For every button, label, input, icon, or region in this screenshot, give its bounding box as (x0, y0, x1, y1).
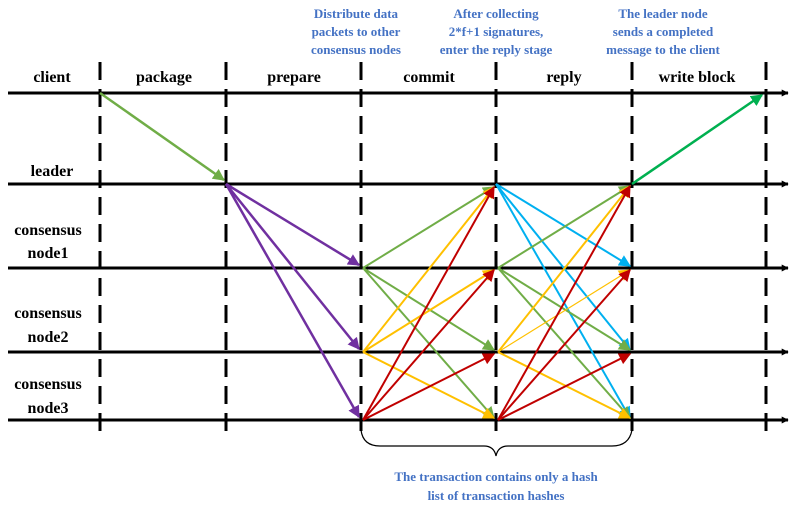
annotation-write-3: message to the client (606, 42, 720, 57)
arrow-prepare-node3 (224, 183, 361, 419)
annotation-reply-3: enter the reply stage (440, 42, 553, 57)
node-label-node2-line2: node2 (28, 329, 69, 346)
phase-label-prepare: prepare (267, 69, 321, 86)
arrow-commit-n1-leader (362, 186, 496, 269)
arrow-reply-leader-node3 (495, 183, 631, 420)
arrow-reply-leader-node2 (495, 183, 631, 351)
node-label-node3-line2: node3 (28, 400, 69, 417)
arrow-commit-n3-leader (362, 185, 495, 421)
arrow-reply-n1-node3 (497, 267, 631, 419)
arrow-reply-n1-node2 (497, 267, 632, 351)
node-label-node2-line1: consensus (14, 305, 82, 322)
arrow-client-to-leader (99, 91, 225, 182)
arrow-reply-n2-node1 (497, 269, 632, 353)
arrow-reply-n3-node2 (497, 353, 632, 421)
arrow-prepare-node2 (225, 183, 360, 350)
message-arrows (99, 91, 763, 421)
annotation-reply-2: 2*f+1 signatures, (449, 24, 544, 39)
phase-label-commit: commit (403, 69, 455, 86)
annotation-commit-3: consensus nodes (311, 42, 401, 57)
arrow-reply-leader-node1 (495, 183, 632, 267)
annotation-commit-1: Distribute data (314, 6, 399, 21)
node-labels: leader consensus node1 consensus node2 c… (14, 163, 82, 417)
phase-labels: client package prepare commit reply writ… (33, 69, 735, 86)
annotations-top: Distribute data packets to other consens… (311, 6, 721, 57)
phase-separators (98, 62, 768, 434)
arrow-prepare-node1 (225, 182, 361, 267)
node-label-node1-line2: node1 (28, 245, 69, 262)
annotation-write-1: The leader node (618, 6, 708, 21)
node-label-node1-line1: consensus (14, 222, 82, 239)
node-label-leader: leader (31, 163, 74, 180)
arrow-reply-n2-node3 (497, 351, 632, 419)
bottom-brace (360, 429, 633, 457)
arrow-commit-n2-node1 (362, 269, 496, 353)
arrow-commit-n2-node3 (362, 351, 496, 419)
annotation-bottom: The transaction contains only a hash lis… (394, 469, 598, 503)
arrow-leader-to-client (631, 93, 763, 186)
phase-label-client: client (33, 69, 71, 86)
arrow-commit-n1-node2 (362, 267, 496, 351)
annotation-reply-1: After collecting (453, 6, 539, 21)
phase-label-reply: reply (546, 69, 581, 86)
arrow-commit-n3-node2 (362, 353, 496, 421)
arrow-reply-n3-node1 (497, 269, 631, 421)
arrow-reply-n3-leader (497, 184, 631, 421)
arrow-commit-n3-node1 (362, 269, 495, 421)
arrow-reply-n1-leader (497, 185, 632, 269)
annotation-write-2: sends a completed (613, 24, 714, 39)
phase-label-package: package (136, 69, 192, 86)
annotation-commit-2: packets to other (312, 24, 401, 39)
annotation-bottom-2: list of transaction hashes (428, 488, 565, 503)
arrow-reply-n2-leader (497, 185, 631, 353)
annotation-bottom-1: The transaction contains only a hash (394, 469, 598, 484)
arrow-commit-n1-node3 (362, 267, 495, 419)
node-label-node3-line1: consensus (14, 376, 82, 393)
phase-label-write-block: write block (659, 69, 736, 86)
arrow-commit-n2-leader (362, 186, 495, 353)
timelines (8, 89, 789, 424)
